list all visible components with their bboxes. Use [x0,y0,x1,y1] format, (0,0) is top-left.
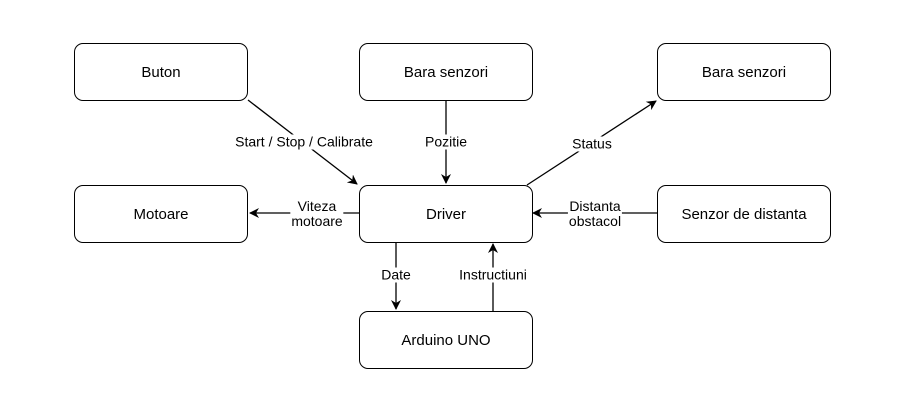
label-pozitie: Pozitie [423,133,469,150]
node-buton: Buton [74,43,248,101]
node-bara-senzori-top: Bara senzori [359,43,533,101]
node-driver: Driver [359,185,533,243]
node-senzor-distanta: Senzor de distanta [657,185,831,243]
node-arduino-uno: Arduino UNO [359,311,533,369]
label-distanta-obstacol: Distanta obstacol [567,198,623,229]
label-status: Status [571,135,613,152]
label-date: Date [380,266,412,283]
label-start-stop-calibrate: Start / Stop / Calibrate [234,133,374,150]
label-instructiuni: Instructiuni [458,266,528,283]
node-motoare: Motoare [74,185,248,243]
label-viteza-motoare: Viteza motoare [290,198,344,229]
node-bara-senzori-right: Bara senzori [657,43,831,101]
